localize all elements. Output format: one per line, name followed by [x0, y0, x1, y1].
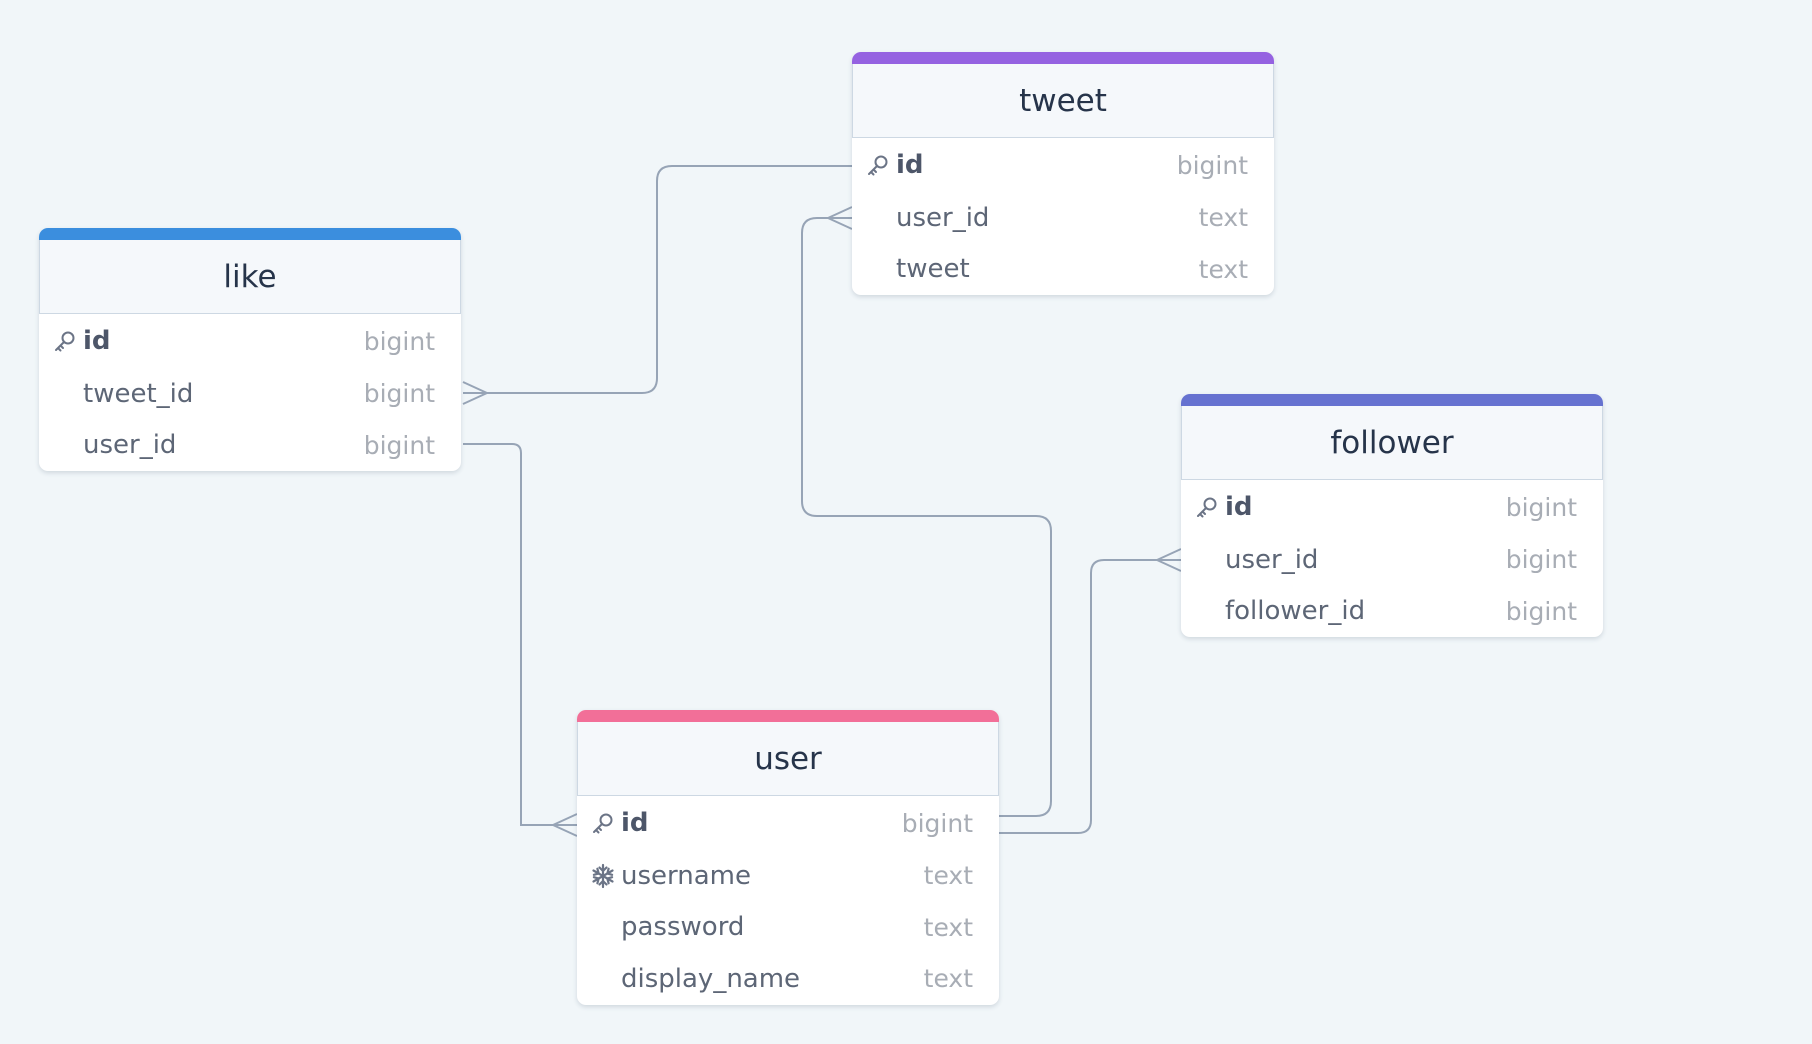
key-icon	[52, 328, 78, 354]
column-row-tweet-id[interactable]: tweet_id bigint	[39, 368, 461, 420]
crows-foot-many-marker	[827, 206, 853, 230]
key-icon	[865, 152, 891, 178]
column-name: id	[1225, 492, 1253, 522]
crows-foot-many-marker	[1156, 548, 1182, 572]
column-type: text	[923, 861, 973, 891]
table-name: tweet	[1019, 82, 1107, 119]
crows-foot-many-marker	[552, 813, 578, 837]
column-type: text	[923, 912, 973, 942]
column-name: id	[621, 808, 649, 838]
column-row-display-name[interactable]: display_name text	[577, 953, 999, 1005]
link-follower-user-id-to-user-id[interactable]	[999, 548, 1182, 834]
column-type: bigint	[363, 430, 435, 460]
crows-foot-many-marker	[462, 381, 488, 405]
table-header[interactable]: like	[39, 240, 461, 314]
column-type: bigint	[363, 326, 435, 356]
column-name: follower_id	[1225, 596, 1366, 627]
link-tweet-user-id-to-user-id[interactable]	[801, 206, 1052, 817]
column-type: bigint	[1505, 596, 1577, 626]
table-header[interactable]: follower	[1181, 406, 1603, 480]
column-row-id[interactable]: id bigint	[1181, 480, 1603, 534]
column-row-user-id[interactable]: user_id bigint	[1181, 534, 1603, 586]
column-name: id	[83, 326, 111, 356]
column-type: bigint	[363, 379, 435, 409]
column-name: user_id	[83, 430, 177, 461]
link-like-tweet-id-to-tweet-id[interactable]	[462, 165, 852, 405]
column-row-username[interactable]: username text	[577, 850, 999, 902]
key-icon	[590, 810, 616, 836]
column-row-user-id[interactable]: user_id text	[852, 192, 1274, 244]
column-name: user_id	[1225, 544, 1319, 575]
column-name: display_name	[621, 963, 801, 994]
column-row-user-id[interactable]: user_id bigint	[39, 420, 461, 472]
column-type: text	[923, 964, 973, 994]
table-name: user	[754, 740, 822, 777]
table-name: like	[223, 258, 277, 295]
column-name: tweet	[896, 254, 970, 285]
column-type: bigint	[1505, 492, 1577, 522]
column-row-id[interactable]: id bigint	[852, 138, 1274, 192]
snowflake-icon	[590, 863, 616, 889]
column-name: id	[896, 150, 924, 180]
column-row-tweet[interactable]: tweet text	[852, 244, 1274, 296]
column-row-id[interactable]: id bigint	[39, 314, 461, 368]
column-row-password[interactable]: password text	[577, 902, 999, 954]
column-name: password	[621, 912, 745, 943]
column-name: user_id	[896, 202, 990, 233]
column-type: bigint	[901, 808, 973, 838]
column-type: bigint	[1505, 545, 1577, 575]
column-row-follower-id[interactable]: follower_id bigint	[1181, 586, 1603, 638]
column-type: text	[1198, 203, 1248, 233]
table-accent-bar	[1181, 394, 1603, 406]
column-row-id[interactable]: id bigint	[577, 796, 999, 850]
table-name: follower	[1330, 424, 1454, 461]
key-icon	[1194, 494, 1220, 520]
table-header[interactable]: tweet	[852, 64, 1274, 138]
column-name: tweet_id	[83, 378, 194, 409]
column-type: bigint	[1176, 150, 1248, 180]
column-type: text	[1198, 254, 1248, 284]
column-name: username	[621, 860, 751, 891]
link-like-user-id-to-user-id[interactable]	[463, 443, 578, 837]
table-accent-bar	[577, 710, 999, 722]
table-header[interactable]: user	[577, 722, 999, 796]
table-accent-bar	[39, 228, 461, 240]
table-accent-bar	[852, 52, 1274, 64]
